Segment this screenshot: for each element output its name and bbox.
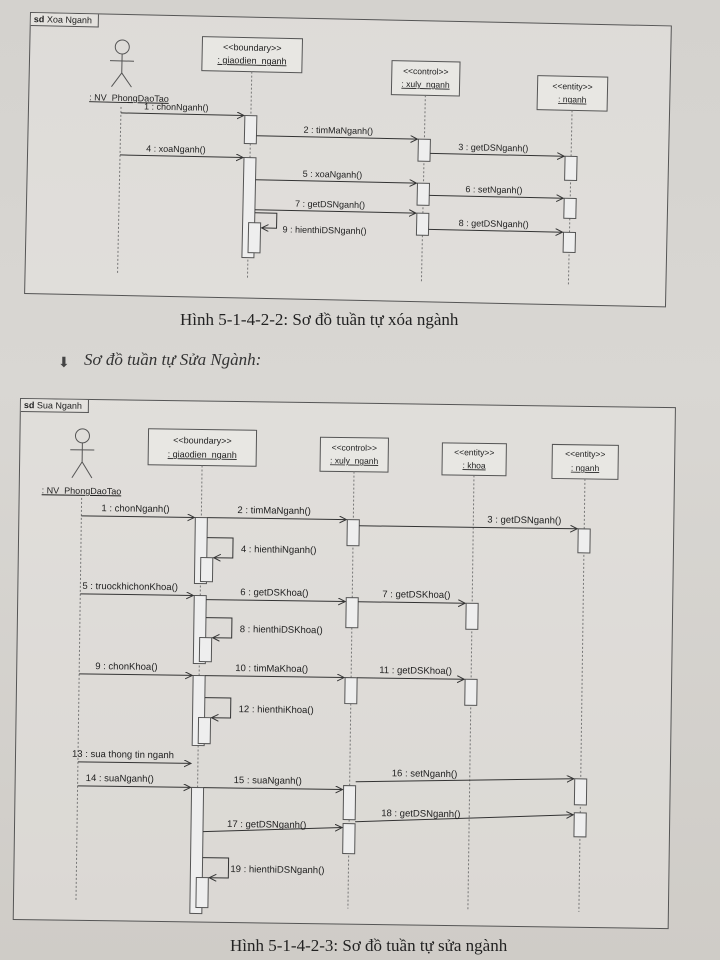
bullet-icon: ⬇ (58, 354, 70, 370)
message-label: 8 : hienthiDSKhoa() (240, 624, 323, 636)
figure-caption-2: Hình 5-1-4-2-3: Sơ đồ tuần tự sửa ngành (230, 936, 508, 955)
figure-caption-1: Hình 5-1-4-2-2: Sơ đồ tuần tự xóa ngành (180, 310, 459, 329)
lifeline-name: : xuly_nganh (330, 455, 379, 466)
message-label: 9 : chonKhoa() (95, 661, 157, 673)
lifeline-name: : giaodien_nganh (217, 55, 286, 66)
lifeline-name: : nganh (571, 463, 600, 473)
message-label: 16 : setNganh() (392, 768, 458, 780)
message-label: 11 : getDSKhoa() (379, 665, 452, 677)
lifeline-name: : xuly_nganh (401, 79, 450, 90)
message-label: 6 : getDSKhoa() (240, 587, 308, 599)
message-label: 15 : suaNganh() (234, 775, 302, 787)
actor-figure (109, 39, 135, 88)
lifeline-stereotype: <<boundary>> (173, 435, 232, 446)
lifeline-name: : giaodien_nganh (168, 449, 237, 460)
lifeline-stereotype: <<entity>> (565, 449, 605, 460)
message-label: 9 : hienthiDSNganh() (282, 224, 366, 236)
lifeline-box-boundary (147, 428, 258, 467)
message-label: 17 : getDSNganh() (227, 819, 306, 831)
lifeline-box-control (319, 436, 389, 473)
message-label: 8 : getDSNganh() (459, 218, 529, 229)
message-label: 18 : getDSNganh() (381, 808, 460, 820)
actor-label: : NV_PhongDaoTao (89, 92, 169, 104)
message-label: 5 : xoaNganh() (303, 169, 363, 180)
sequence-diagram-2: : NV_PhongDaoTao <<boundary>> : giaodien… (42, 428, 619, 915)
lifeline-stereotype: <<control>> (403, 66, 449, 77)
actor-figure (70, 428, 95, 479)
message-label: 6 : setNganh() (465, 184, 522, 195)
message-label: 7 : getDSNganh() (295, 199, 365, 210)
section-heading: Sơ đồ tuần tự Sửa Ngành: (84, 350, 262, 369)
sequence-frame-xoa-nganh: sd Xoa Nganh : NV_PhongDaoTao <<boundary… (24, 12, 672, 308)
message-label: 4 : xoaNganh() (146, 143, 206, 154)
lifeline-name: : nganh (558, 94, 587, 105)
lifeline-stereotype: <<control>> (332, 442, 378, 453)
message-label: 1 : chonNganh() (144, 101, 209, 112)
message-label: 13 : sua thong tin nganh (72, 749, 174, 761)
message-label: 7 : getDSKhoa() (382, 589, 450, 601)
sequence-frame-sua-nganh: sd Sua Nganh : NV_PhongDaoTao <<boundary… (12, 398, 676, 930)
message-label: 14 : suaNganh() (86, 773, 154, 785)
message-label: 4 : hienthiNganh() (241, 544, 317, 556)
lifeline-name: : khoa (462, 460, 486, 470)
lifeline-stereotype: <<entity>> (454, 447, 494, 458)
sequence-diagram-1: : NV_PhongDaoTao <<boundary>> : giaodien… (89, 36, 609, 285)
lifeline-stereotype: <<boundary>> (223, 42, 282, 53)
message-label: 10 : timMaKhoa() (235, 663, 308, 675)
message-label: 19 : hienthiDSNganh() (230, 864, 324, 876)
message-label: 3 : getDSNganh() (458, 142, 528, 153)
message-label: 1 : chonNganh() (101, 503, 169, 515)
actor-label: : NV_PhongDaoTao (42, 485, 122, 496)
message-label: 2 : timMaNganh() (237, 505, 311, 517)
message-label: 12 : hienthiKhoa() (239, 704, 314, 716)
message-label: 5 : truockhichonKhoa() (82, 581, 178, 593)
message-label: 2 : timMaNganh() (303, 125, 373, 136)
message-label: 3 : getDSNganh() (487, 515, 561, 527)
lifeline-stereotype: <<entity>> (552, 81, 592, 92)
